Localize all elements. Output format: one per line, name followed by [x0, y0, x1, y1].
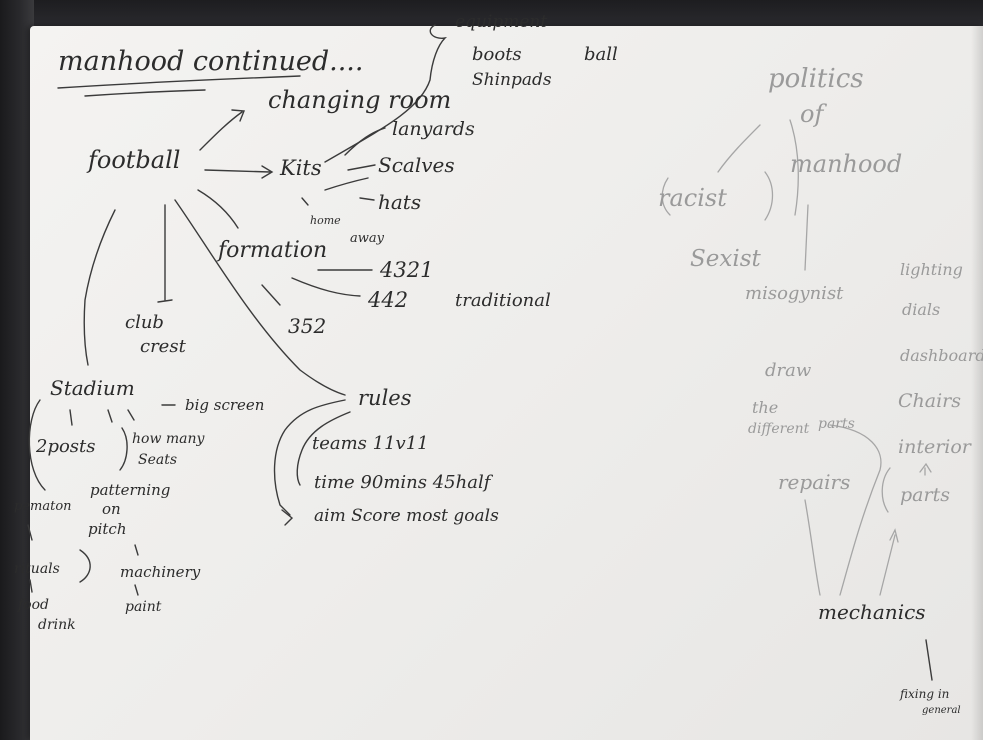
node-drink: drink — [38, 617, 76, 633]
node-dials: dials — [902, 300, 941, 319]
sketchbook-page — [30, 26, 983, 740]
page-title: manhood continued.... — [58, 46, 364, 77]
node-the: the — [752, 398, 779, 417]
node-dashboard: dashboard — [900, 346, 983, 365]
node-how-many: how many — [132, 431, 205, 447]
node-formation: formation — [218, 238, 328, 263]
node-misogynist: misogynist — [745, 283, 844, 304]
node-football: football — [88, 146, 181, 174]
notebook-cover-edge — [0, 0, 34, 740]
node-general: general — [922, 705, 961, 716]
node-teams: teams 11v11 — [312, 433, 429, 454]
node-4321: 4321 — [380, 258, 434, 282]
node-pitch: pitch — [88, 520, 127, 538]
node-stadium: Stadium — [50, 376, 135, 400]
node-politics: politics — [768, 64, 864, 94]
node-on: on — [102, 500, 121, 518]
node-of: of — [800, 100, 824, 128]
node-big-screen: big screen — [185, 396, 265, 414]
node-pematon: pematon — [14, 499, 72, 514]
node-parts: parts — [900, 484, 950, 506]
node-shinpads: Shinpads — [472, 70, 552, 90]
node-patterning: patterning — [90, 481, 171, 499]
node-hats: hats — [378, 190, 422, 214]
node-draw: draw — [765, 360, 812, 381]
node-machinery: machinery — [120, 563, 201, 581]
node-changing: changing room — [268, 86, 452, 114]
node-lighting: lighting — [900, 260, 963, 279]
node-chairs: Chairs — [898, 390, 962, 412]
node-2posts: 2posts — [36, 436, 96, 457]
node-fixing: fixing in — [900, 687, 950, 701]
node-equipment: equipment — [455, 12, 548, 32]
node-kits: Kits — [280, 156, 322, 180]
node-paint: paint — [125, 599, 162, 615]
node-seats: Seats — [138, 452, 178, 468]
node-mechanics: mechanics — [818, 600, 926, 624]
node-boots: boots — [472, 44, 522, 65]
node-racist: racist — [658, 184, 727, 212]
node-lanyards: lanyards — [392, 118, 475, 140]
node-crest: crest — [140, 336, 186, 357]
node-repairs: repairs — [778, 470, 851, 494]
node-rituals: rituals — [14, 561, 60, 577]
node-rules: rules — [358, 386, 412, 410]
node-parts-small: parts — [818, 416, 855, 432]
desk-background-top — [0, 0, 983, 30]
node-home: home — [310, 214, 341, 227]
node-time: time 90mins 45half — [314, 472, 491, 493]
node-442: 442 — [368, 288, 409, 312]
page-shadow — [971, 26, 983, 740]
node-away: away — [350, 231, 384, 246]
node-food: food — [18, 597, 50, 613]
node-sexist: Sexist — [690, 246, 761, 272]
node-interior: interior — [898, 436, 971, 458]
node-aim: aim Score most goals — [314, 506, 499, 526]
node-352: 352 — [288, 314, 327, 338]
node-different: different — [748, 421, 810, 437]
node-traditional: traditional — [455, 290, 551, 311]
node-ball: ball — [584, 44, 618, 65]
node-club: club — [125, 312, 164, 333]
node-manhood: manhood — [790, 150, 903, 178]
node-scalves: Scalves — [378, 153, 455, 177]
